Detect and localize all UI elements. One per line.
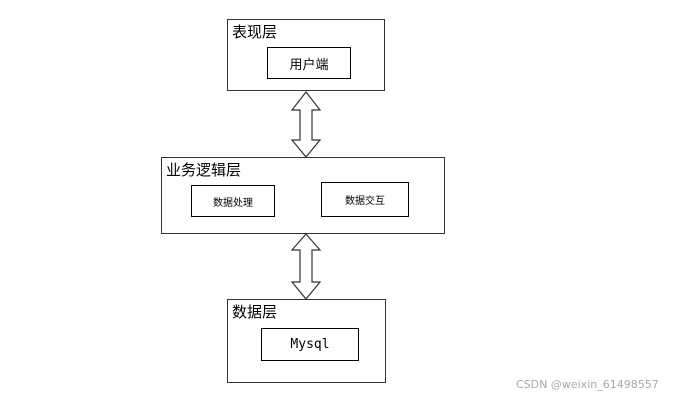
double-arrow-icon [290, 233, 322, 300]
business-layer-title: 业务逻辑层 [166, 161, 242, 179]
watermark: CSDN @weixin_61498557 [516, 378, 659, 391]
double-arrow-icon [290, 91, 322, 158]
business-layer: 业务逻辑层 数据处理 数据交互 [161, 157, 445, 234]
presentation-layer-title: 表现层 [232, 23, 278, 41]
data-layer: 数据层 Mysql [227, 299, 386, 383]
presentation-layer: 表现层 用户端 [227, 19, 385, 91]
data-layer-title: 数据层 [232, 303, 278, 321]
client-node: 用户端 [267, 47, 351, 79]
mysql-node: Mysql [261, 328, 359, 361]
data-processing-node: 数据处理 [191, 185, 275, 217]
data-interaction-node: 数据交互 [321, 182, 409, 217]
